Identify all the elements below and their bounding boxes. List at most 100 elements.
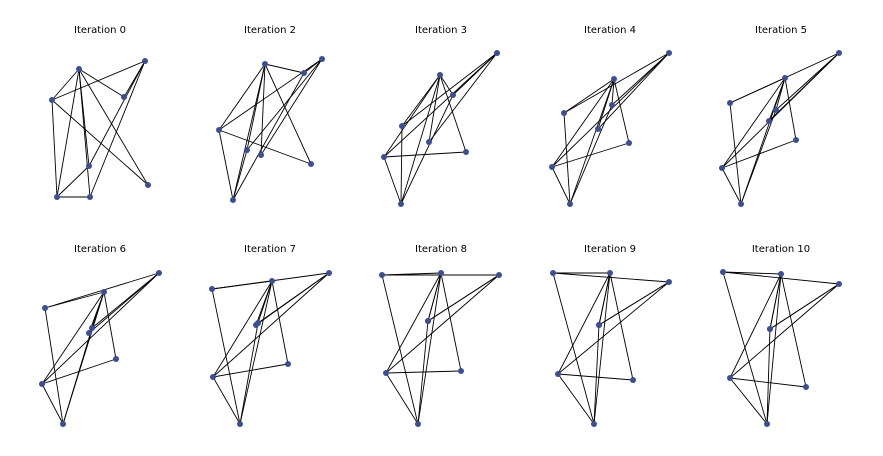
graph-node: [415, 421, 421, 427]
graph-node: [86, 163, 92, 169]
graph-edge: [41, 272, 160, 385]
graph-edge: [557, 373, 634, 381]
graph-edge: [271, 280, 289, 365]
graph-edge: [51, 99, 58, 198]
graph-edge: [452, 52, 498, 96]
graph-edge: [740, 109, 777, 205]
graph-node: [156, 270, 162, 276]
node-group: [381, 50, 500, 207]
graph-edge: [598, 281, 670, 326]
graph-edge: [62, 327, 93, 425]
graph-node: [782, 75, 788, 81]
graph-edge: [769, 283, 840, 330]
panel-iteration-2: Iteration 2: [216, 25, 325, 203]
graph-edge: [740, 77, 786, 205]
graph-edge: [239, 322, 259, 425]
graph-node: [549, 164, 555, 170]
graph-edge: [557, 272, 611, 375]
graph-edge: [211, 288, 241, 425]
graph-node: [561, 110, 567, 116]
graph-edge: [232, 72, 305, 201]
node-group: [550, 270, 672, 427]
graph-edge: [232, 149, 248, 201]
panel-iteration-3: Iteration 3: [381, 25, 500, 207]
graph-node: [609, 102, 615, 108]
panel-title: Iteration 6: [74, 244, 126, 255]
panel-iteration-7: Iteration 7: [209, 244, 332, 427]
graph-edge: [385, 372, 419, 425]
graph-node: [49, 97, 55, 103]
graph-edge: [563, 112, 571, 205]
graph-node: [630, 377, 636, 383]
graph-edge: [246, 58, 323, 151]
node-group: [549, 50, 672, 207]
graph-node: [607, 270, 613, 276]
graph-edge: [264, 63, 305, 74]
panel-title: Iteration 0: [74, 25, 126, 36]
graph-edge: [563, 78, 615, 114]
graph-edge: [440, 272, 462, 372]
graph-edge: [383, 74, 441, 158]
graph-edge: [88, 60, 146, 167]
edge-group: [721, 52, 840, 205]
graph-edge: [768, 52, 840, 122]
graph-edge: [721, 77, 786, 169]
panel-iteration-8: Iteration 8: [379, 244, 502, 427]
node-group: [216, 56, 325, 203]
graph-node: [567, 201, 573, 207]
graph-edge: [551, 52, 670, 168]
graph-node: [269, 278, 275, 284]
edge-group: [722, 271, 840, 425]
graph-edge: [593, 324, 600, 425]
graph-node: [764, 421, 770, 427]
graph-edge: [780, 273, 807, 388]
panel-title: Iteration 3: [415, 25, 467, 36]
graph-edge: [401, 52, 498, 127]
graph-edge: [44, 307, 64, 425]
graph-edge: [401, 74, 441, 127]
graph-edge: [729, 273, 782, 379]
graph-edge: [260, 58, 323, 156]
node-group: [209, 270, 332, 427]
panel-title: Iteration 7: [244, 244, 296, 255]
graph-node: [237, 421, 243, 427]
graph-edge: [257, 272, 330, 324]
graph-edge: [260, 63, 266, 156]
graph-node: [458, 368, 464, 374]
graph-edge: [91, 272, 160, 329]
graph-node: [319, 56, 325, 62]
graph-node: [738, 201, 744, 207]
panel-iteration-5: Iteration 5: [719, 25, 842, 207]
panel-title: Iteration 4: [584, 25, 636, 36]
graph-node: [86, 330, 92, 336]
graph-edge: [609, 272, 634, 381]
graph-edge: [729, 377, 768, 425]
graph-edge: [218, 63, 266, 131]
graph-node: [778, 271, 784, 277]
node-group: [719, 50, 842, 207]
graph-node: [438, 270, 444, 276]
node-group: [379, 270, 502, 427]
graph-edge: [417, 320, 429, 425]
graph-node: [398, 201, 404, 207]
graph-edge: [212, 363, 289, 378]
graph-node: [42, 305, 48, 311]
panel-iteration-0: Iteration 0: [49, 25, 151, 200]
graph-node: [142, 58, 148, 64]
graph-edge: [232, 63, 266, 201]
graph-edge: [569, 78, 615, 205]
graph-edge: [439, 74, 454, 96]
graph-edge: [722, 271, 768, 425]
graph-edge: [41, 291, 105, 385]
graph-node: [301, 70, 307, 76]
graph-edge: [51, 68, 80, 101]
graph-node: [666, 279, 672, 285]
panel-title: Iteration 2: [244, 25, 296, 36]
graph-edge: [41, 383, 64, 425]
graph-node: [383, 370, 389, 376]
graph-edge: [721, 139, 797, 169]
graph-node: [87, 194, 93, 200]
graph-node: [425, 318, 431, 324]
graph-edge: [428, 74, 441, 143]
